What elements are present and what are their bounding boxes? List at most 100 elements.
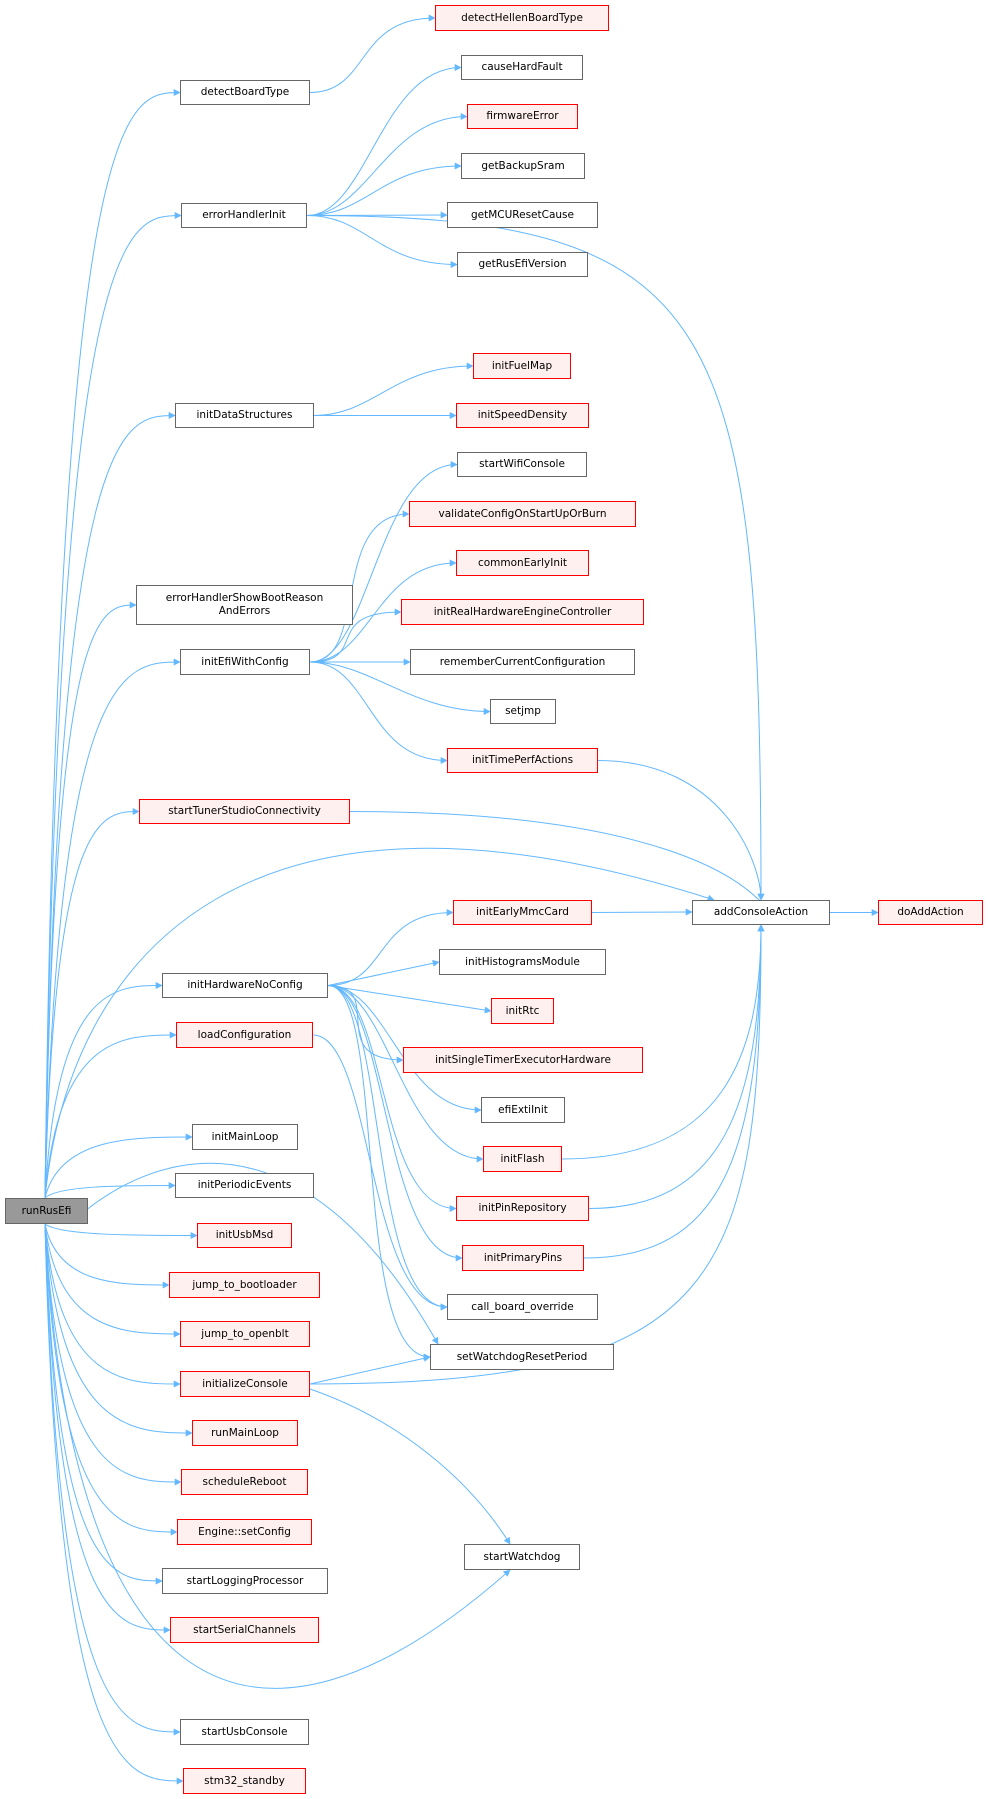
node-init-efi-with-config[interactable]: initEfiWithConfig xyxy=(180,649,310,675)
edge-run-rus-efi-to-load-configuration xyxy=(44,1031,177,1199)
node-label: call_board_override xyxy=(471,1300,574,1313)
node-engine-set-config[interactable]: Engine::setConfig xyxy=(177,1519,312,1545)
edge-run-rus-efi-to-schedule-reboot xyxy=(44,1223,182,1486)
node-start-usb-console[interactable]: startUsbConsole xyxy=(180,1719,309,1745)
edge-run-rus-efi-to-jump-to-openblt xyxy=(44,1223,181,1338)
node-label: scheduleReboot xyxy=(202,1475,287,1488)
edge-run-rus-efi-to-jump-to-bootloader xyxy=(44,1223,170,1289)
node-label: initPinRepository xyxy=(478,1202,567,1214)
edge-init-efi-with-config-to-common-early-init xyxy=(309,559,457,663)
edge-run-rus-efi-to-initialize-console xyxy=(44,1223,181,1388)
node-remember-current-configuration[interactable]: rememberCurrentConfiguration xyxy=(410,649,635,675)
node-label: getBackupSram xyxy=(481,159,565,172)
node-init-hardware-no-config[interactable]: initHardwareNoConfig xyxy=(162,973,328,998)
edge-init-hardware-no-config-to-init-histograms-module xyxy=(327,959,440,986)
edge-run-rus-efi-to-error-handler-show-boot-reason-and-errors xyxy=(44,601,137,1199)
edge-initialize-console-to-set-watchdog-reset-period xyxy=(309,1354,431,1385)
node-init-data-structures[interactable]: initDataStructures xyxy=(175,403,314,428)
edge-run-rus-efi-to-init-periodic-events xyxy=(44,1182,176,1199)
node-start-watchdog[interactable]: startWatchdog xyxy=(464,1544,580,1570)
node-load-configuration[interactable]: loadConfiguration xyxy=(176,1022,313,1048)
node-common-early-init[interactable]: commonEarlyInit xyxy=(456,550,589,576)
node-get-backup-sram[interactable]: getBackupSram xyxy=(461,153,585,179)
node-init-main-loop[interactable]: initMainLoop xyxy=(192,1124,298,1150)
node-start-wifi-console[interactable]: startWifiConsole xyxy=(457,452,587,477)
node-init-pin-repository[interactable]: initPinRepository xyxy=(456,1196,589,1221)
node-efi-exti-init[interactable]: efiExtiInit xyxy=(481,1097,565,1123)
node-init-histograms-module[interactable]: initHistogramsModule xyxy=(439,949,606,975)
edge-error-handler-init-to-cause-hard-fault xyxy=(306,64,462,216)
node-detect-hellen-board-type[interactable]: detectHellenBoardType xyxy=(435,5,609,31)
node-start-tuner-studio-connectivity[interactable]: startTunerStudioConnectivity xyxy=(139,799,350,824)
node-start-logging-processor[interactable]: startLoggingProcessor xyxy=(162,1568,328,1594)
edge-run-rus-efi-to-init-usb-msd xyxy=(44,1223,198,1239)
edge-run-rus-efi-to-start-tuner-studio-connectivity xyxy=(44,808,140,1199)
node-init-fuel-map[interactable]: initFuelMap xyxy=(473,353,571,379)
edge-init-data-structures-to-init-fuel-map xyxy=(313,362,474,416)
edge-init-hardware-no-config-to-efi-exti-init xyxy=(327,985,482,1114)
edge-init-hardware-no-config-to-init-pin-repository xyxy=(327,985,457,1212)
node-get-mcureset-cause[interactable]: getMCUResetCause xyxy=(447,202,598,228)
node-jump-to-openblt[interactable]: jump_to_openblt xyxy=(180,1321,310,1347)
node-label: firmwareError xyxy=(486,110,559,122)
edge-initialize-console-to-start-watchdog xyxy=(309,1388,511,1545)
edge-init-flash-to-add-console-action xyxy=(561,924,765,1160)
edge-run-rus-efi-to-run-main-loop xyxy=(44,1223,193,1437)
edge-load-configuration-to-call-board-override xyxy=(312,1034,448,1311)
node-label: loadConfiguration xyxy=(197,1028,292,1041)
edge-run-rus-efi-to-stm32-standby xyxy=(44,1223,184,1785)
edge-run-rus-efi-to-init-data-structures xyxy=(44,412,176,1199)
edge-init-efi-with-config-to-setjmp xyxy=(309,661,491,715)
node-init-usb-msd[interactable]: initUsbMsd xyxy=(197,1223,292,1248)
node-setjmp[interactable]: setjmp xyxy=(490,699,556,724)
node-init-primary-pins[interactable]: initPrimaryPins xyxy=(462,1245,584,1271)
node-label-line2: AndErrors xyxy=(218,605,271,617)
node-label: initSingleTimerExecutorHardware xyxy=(435,1053,611,1066)
node-label: initializeConsole xyxy=(202,1377,288,1390)
node-label: jump_to_bootloader xyxy=(192,1278,297,1291)
node-init-flash[interactable]: initFlash xyxy=(483,1146,562,1172)
node-run-main-loop[interactable]: runMainLoop xyxy=(192,1420,298,1446)
node-schedule-reboot[interactable]: scheduleReboot xyxy=(181,1469,308,1495)
edge-init-pin-repository-to-add-console-action xyxy=(588,924,765,1209)
node-validate-config-on-start-up-or-burn[interactable]: validateConfigOnStartUpOrBurn xyxy=(409,501,636,527)
node-run-rus-efi[interactable]: runRusEfi xyxy=(5,1198,88,1224)
edge-init-early-mmc-card-to-add-console-action xyxy=(591,908,693,916)
node-get-rus-efi-version[interactable]: getRusEfiVersion xyxy=(457,252,588,277)
node-start-serial-channels[interactable]: startSerialChannels xyxy=(170,1617,319,1643)
node-stm32-standby[interactable]: stm32_standby xyxy=(183,1768,306,1794)
edge-init-hardware-no-config-to-init-single-timer-executor-hardware xyxy=(327,985,404,1064)
edge-run-rus-efi-to-start-serial-channels xyxy=(44,1223,171,1634)
node-label: efiExtiInit xyxy=(498,1103,548,1116)
node-error-handler-init[interactable]: errorHandlerInit xyxy=(181,203,307,228)
node-init-single-timer-executor-hardware[interactable]: initSingleTimerExecutorHardware xyxy=(403,1047,643,1073)
node-init-real-hardware-engine-controller[interactable]: initRealHardwareEngineController xyxy=(401,599,644,625)
node-label: runRusEfi xyxy=(21,1204,72,1217)
node-label: causeHardFault xyxy=(481,61,563,73)
node-label: startUsbConsole xyxy=(201,1725,288,1738)
node-init-time-perf-actions[interactable]: initTimePerfActions xyxy=(447,748,598,773)
node-init-rtc[interactable]: initRtc xyxy=(491,998,554,1024)
node-label: addConsoleAction xyxy=(713,906,809,918)
node-initialize-console[interactable]: initializeConsole xyxy=(180,1371,310,1397)
node-do-add-action[interactable]: doAddAction xyxy=(878,900,983,925)
node-add-console-action[interactable]: addConsoleAction xyxy=(692,900,830,925)
node-label: runMainLoop xyxy=(211,1426,279,1439)
node-label: initRtc xyxy=(505,1004,540,1017)
node-init-periodic-events[interactable]: initPeriodicEvents xyxy=(175,1173,314,1198)
node-call-board-override[interactable]: call_board_override xyxy=(447,1294,598,1320)
node-set-watchdog-reset-period[interactable]: setWatchdogResetPeriod xyxy=(430,1344,614,1370)
node-label: startLoggingProcessor xyxy=(186,1574,304,1587)
node-init-speed-density[interactable]: initSpeedDensity xyxy=(456,403,589,428)
node-detect-board-type[interactable]: detectBoardType xyxy=(180,80,310,105)
node-jump-to-bootloader[interactable]: jump_to_bootloader xyxy=(169,1272,320,1298)
node-init-early-mmc-card[interactable]: initEarlyMmcCard xyxy=(453,900,592,925)
node-firmware-error[interactable]: firmwareError xyxy=(467,104,578,129)
node-label: initSpeedDensity xyxy=(477,409,568,421)
node-label: initTimePerfActions xyxy=(471,754,574,766)
edge-init-hardware-no-config-to-init-rtc xyxy=(327,985,492,1014)
node-label: initPeriodicEvents xyxy=(197,1179,292,1191)
node-cause-hard-fault[interactable]: causeHardFault xyxy=(461,55,583,80)
node-label: commonEarlyInit xyxy=(477,556,568,569)
